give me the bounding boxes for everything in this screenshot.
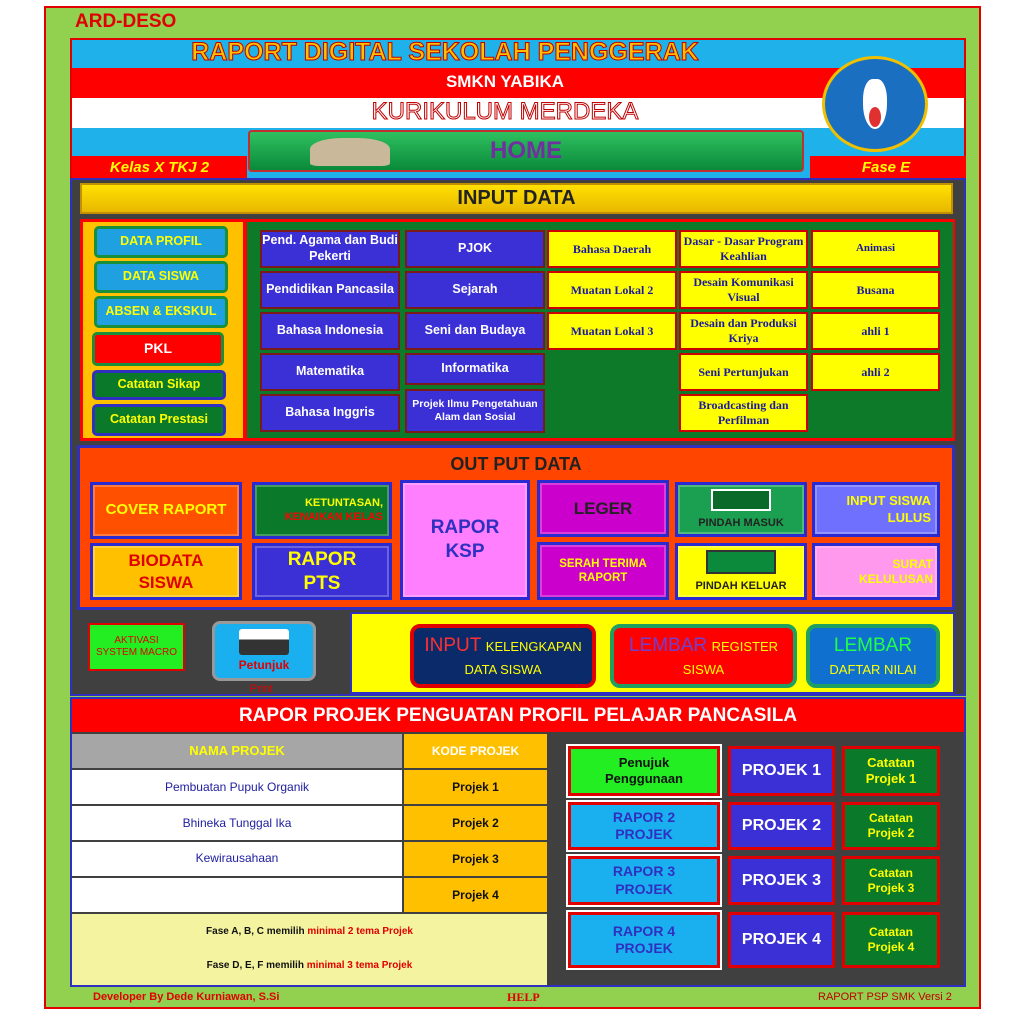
tut-wuri-logo xyxy=(822,56,928,152)
subject-informatika[interactable]: Informatika xyxy=(405,353,545,385)
printer-icon xyxy=(239,629,289,655)
project-name: Kewirausahaan xyxy=(72,842,402,876)
print-label: Print xyxy=(250,683,273,695)
subject-ahli-2[interactable]: ahli 2 xyxy=(811,353,940,391)
project-name xyxy=(72,878,402,912)
subject-bahasa-daerah[interactable]: Bahasa Daerah xyxy=(547,230,677,268)
project-notes: Fase A, B, C memilih minimal 2 tema Proj… xyxy=(72,914,547,985)
subject-mulok-2[interactable]: Muatan Lokal 2 xyxy=(547,271,677,309)
subject-bahasa-indonesia[interactable]: Bahasa Indonesia xyxy=(260,312,400,350)
catatan-projek-2-button[interactable]: Catatan Projek 2 xyxy=(842,802,940,850)
projek-1-button[interactable]: PROJEK 1 xyxy=(728,746,835,796)
catatan-prestasi-button[interactable]: Catatan Prestasi xyxy=(92,404,226,436)
register-siswa-button[interactable]: LEMBAR REGISTER SISWA xyxy=(610,624,797,688)
home-icon xyxy=(310,138,390,166)
catatan-projek-1-button[interactable]: Catatan Projek 1 xyxy=(842,746,940,796)
ketuntasan-button[interactable]: KETUNTASAN, KENAIKAN KELAS xyxy=(252,482,392,539)
subject-seni-budaya[interactable]: Seni dan Budaya xyxy=(405,312,545,350)
rapor-3-projek-button[interactable]: RAPOR 3 PROJEK xyxy=(566,854,722,907)
projects-title: RAPOR PROJEK PENGUATAN PROFIL PELAJAR PA… xyxy=(72,699,964,732)
aktivasi-macro-button[interactable]: AKTIVASI SYSTEM MACRO xyxy=(88,623,185,671)
surat-kelulusan-button[interactable]: SURAT KELULUSAN xyxy=(812,543,940,600)
pindah-masuk-button[interactable]: PINDAH MASUK xyxy=(675,482,807,537)
subject-animasi[interactable]: Animasi xyxy=(811,230,940,268)
subject-broadcasting[interactable]: Broadcasting dan Perfilman xyxy=(679,394,808,432)
data-siswa-button[interactable]: DATA SISWA xyxy=(94,261,228,293)
subject-mulok-3[interactable]: Muatan Lokal 3 xyxy=(547,312,677,350)
subject-bahasa-inggris[interactable]: Bahasa Inggris xyxy=(260,394,400,432)
subject-sejarah[interactable]: Sejarah xyxy=(405,271,545,309)
subject-ipas[interactable]: Projek Ilmu Pengetahuan Alam dan Sosial xyxy=(405,389,545,433)
serah-terima-button[interactable]: SERAH TERIMA RAPORT xyxy=(537,542,669,600)
cover-raport-button[interactable]: COVER RAPORT xyxy=(90,482,242,539)
subject-kriya[interactable]: Desain dan Produksi Kriya xyxy=(679,312,808,350)
rapor-pts-button[interactable]: RAPOR PTS xyxy=(252,543,392,600)
col-header-name: NAMA PROJEK xyxy=(72,734,402,768)
subject-matematika[interactable]: Matematika xyxy=(260,353,400,391)
petunjuk-print-button[interactable]: Petunjuk xyxy=(212,621,316,681)
school-name: SMKN YABIKA xyxy=(445,72,565,92)
col-header-code: KODE PROJEK xyxy=(404,734,547,768)
exit-sign-icon xyxy=(711,488,771,511)
input-data-title: INPUT DATA xyxy=(80,183,953,214)
project-code: Projek 4 xyxy=(404,878,547,912)
subject-seni-pertunjukan[interactable]: Seni Pertunjukan xyxy=(679,353,808,391)
projek-2-button[interactable]: PROJEK 2 xyxy=(728,802,835,850)
project-code: Projek 3 xyxy=(404,842,547,876)
version-label: RAPORT PSP SMK Versi 2 xyxy=(818,991,952,1003)
project-name: Pembuatan Pupuk Organik xyxy=(72,770,402,804)
biodata-siswa-button[interactable]: BIODATA SISWA xyxy=(90,543,242,600)
subject-dasar-program[interactable]: Dasar - Dasar Program Keahlian xyxy=(679,230,808,268)
pkl-button[interactable]: PKL xyxy=(92,332,224,366)
project-code: Projek 2 xyxy=(404,806,547,840)
brand: ARD-DESO xyxy=(75,11,177,32)
help-link[interactable]: HELP xyxy=(507,990,540,1004)
exit-arrow-icon xyxy=(706,549,776,574)
catatan-projek-3-button[interactable]: Catatan Projek 3 xyxy=(842,856,940,905)
kelas-label: Kelas X TKJ 2 xyxy=(109,158,210,176)
projek-3-button[interactable]: PROJEK 3 xyxy=(728,856,835,905)
rapor-2-projek-button[interactable]: RAPOR 2 PROJEK xyxy=(566,800,722,852)
rapor-ksp-button[interactable]: RAPOR KSP xyxy=(400,480,530,600)
daftar-nilai-button[interactable]: LEMBAR DAFTAR NILAI xyxy=(806,624,940,688)
data-profil-button[interactable]: DATA PROFIL xyxy=(94,226,228,258)
subject-agama[interactable]: Pend. Agama dan Budi Pekerti xyxy=(260,230,400,268)
leger-button[interactable]: LEGER xyxy=(537,480,669,537)
output-data-title: OUT PUT DATA xyxy=(450,453,582,474)
subject-pancasila[interactable]: Pendidikan Pancasila xyxy=(260,271,400,309)
curriculum: KURIKULUM MERDEKA xyxy=(371,98,639,126)
kelengkapan-data-button[interactable]: INPUT KELENGKAPAN DATA SISWA xyxy=(410,624,596,688)
input-siswa-lulus-button[interactable]: INPUT SISWA LULUS xyxy=(812,482,940,537)
pindah-keluar-button[interactable]: PINDAH KELUAR xyxy=(675,543,807,600)
catatan-sikap-button[interactable]: Catatan Sikap xyxy=(92,370,226,400)
subject-dkv[interactable]: Desain Komunikasi Visual xyxy=(679,271,808,309)
catatan-projek-4-button[interactable]: Catatan Projek 4 xyxy=(842,912,940,968)
developer-credit: Developer By Dede Kurniawan, S.Si xyxy=(93,991,280,1003)
subject-busana[interactable]: Busana xyxy=(811,271,940,309)
fase-label: Fase E xyxy=(861,158,911,176)
project-name: Bhineka Tunggal Ika xyxy=(72,806,402,840)
project-code: Projek 1 xyxy=(404,770,547,804)
subject-pjok[interactable]: PJOK xyxy=(405,230,545,268)
rapor-4-projek-button[interactable]: RAPOR 4 PROJEK xyxy=(566,910,722,970)
absen-ekskul-button[interactable]: ABSEN & EKSKUL xyxy=(94,296,228,328)
petunjuk-penggunaan-button[interactable]: Penujuk Penggunaan xyxy=(566,744,722,798)
home-button[interactable]: HOME xyxy=(248,130,804,172)
app-title: RAPORT DIGITAL SEKOLAH PENGGERAK xyxy=(191,38,699,67)
projek-4-button[interactable]: PROJEK 4 xyxy=(728,912,835,968)
subject-ahli-1[interactable]: ahli 1 xyxy=(811,312,940,350)
